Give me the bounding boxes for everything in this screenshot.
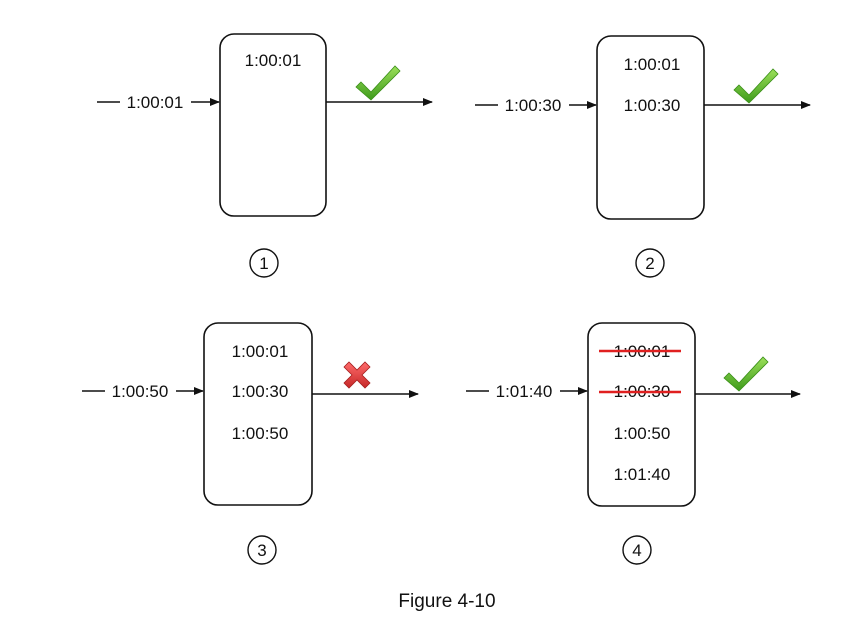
- step-number: 2: [645, 254, 654, 273]
- log-entry: 1:01:40: [614, 465, 671, 484]
- log-entry: 1:00:50: [232, 424, 289, 443]
- log-entry: 1:00:01: [624, 55, 681, 74]
- check-icon: [355, 65, 401, 101]
- panel-2: 1:00:30 1:00:01 1:00:30 2: [475, 35, 811, 278]
- check-icon: [723, 356, 769, 392]
- step-number: 4: [632, 541, 641, 560]
- panel-3: 1:00:50 1:00:01 1:00:30 1:00:50 3: [82, 322, 419, 565]
- log-entry: 1:00:30: [624, 96, 681, 115]
- incoming-timestamp: 1:00:01: [127, 93, 184, 112]
- incoming-timestamp: 1:01:40: [496, 382, 553, 401]
- step-number-circle: [635, 248, 665, 278]
- request-log-box: [587, 322, 696, 507]
- request-log-box: [596, 35, 705, 220]
- request-log-box: [203, 322, 313, 506]
- log-entry: 1:00:01: [232, 342, 289, 361]
- log-entry: 1:00:01: [245, 51, 302, 70]
- step-number: 1: [259, 254, 268, 273]
- step-number: 3: [257, 541, 266, 560]
- log-entry: 1:00:30: [232, 382, 289, 401]
- incoming-timestamp: 1:00:50: [112, 382, 169, 401]
- panel-1: 1:00:01 1:00:01 1: [97, 33, 433, 278]
- step-number-circle: [622, 535, 652, 565]
- step-number-circle: [249, 248, 279, 278]
- request-log-box: [219, 33, 327, 217]
- incoming-timestamp: 1:00:30: [505, 96, 562, 115]
- check-icon: [733, 68, 779, 104]
- cross-icon: [343, 361, 371, 389]
- figure-caption: Figure 4-10: [398, 591, 495, 612]
- step-number-circle: [247, 535, 277, 565]
- panel-4: 1:01:40 1:00:01 1:00:30 1:00:50 1:01:40 …: [466, 322, 801, 565]
- log-entry: 1:00:50: [614, 424, 671, 443]
